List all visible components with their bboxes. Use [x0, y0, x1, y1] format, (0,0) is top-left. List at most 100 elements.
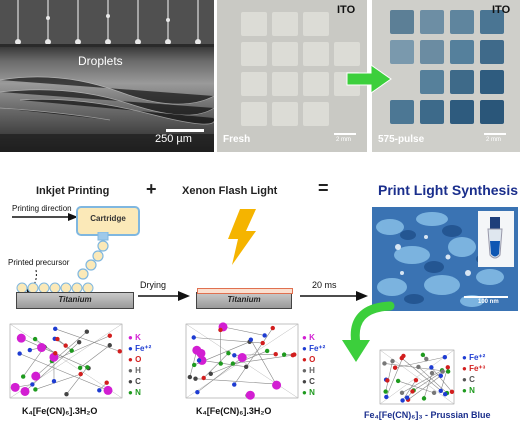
atom — [270, 325, 275, 331]
legend-dot-icon: ● — [302, 333, 310, 342]
pulse-ito-panel: ITO 575-pulse 2 mm — [372, 0, 520, 152]
atom — [245, 390, 255, 400]
atom — [262, 333, 267, 338]
legend-item: ● O — [128, 354, 151, 365]
droplets-micrograph: Droplets 250 µm — [0, 0, 214, 152]
scale-label-100nm: 100 nm — [478, 299, 499, 305]
atom — [440, 369, 445, 374]
atom — [187, 374, 193, 380]
scale-bar-2mm-left — [334, 133, 356, 135]
formula-mid: K₄[Fe(CN)₆].3H₂O — [196, 406, 272, 416]
legend-label: N — [135, 388, 141, 397]
legend-label: C — [469, 375, 475, 384]
scale-label-2mm-right: 2 mm — [486, 137, 501, 143]
atom — [32, 336, 38, 342]
atom — [107, 333, 113, 338]
prussian-blue-micrograph: 100 nm — [372, 207, 518, 311]
droplets-image — [0, 0, 214, 152]
time-label: 20 ms — [312, 280, 337, 290]
atom — [104, 380, 109, 385]
atom — [193, 376, 198, 381]
atom — [442, 354, 448, 360]
heading-inkjet: Inkjet Printing — [36, 185, 110, 197]
legend-label: H — [135, 366, 141, 375]
formula-left: K₄[Fe(CN)₆].3H₂O — [22, 406, 98, 416]
atom — [384, 394, 389, 400]
printed-precursor-label: Printed precursor — [8, 258, 70, 267]
legend-dot-icon: ● — [302, 355, 310, 364]
legend-label: Fe⁺² — [469, 353, 486, 362]
atom — [260, 340, 265, 346]
printed-dots — [16, 282, 94, 294]
legend-dot-icon: ● — [128, 388, 136, 397]
atom — [197, 355, 207, 365]
nozzle-droplets — [77, 232, 109, 280]
lightning-icon — [228, 209, 256, 265]
atom — [399, 355, 404, 361]
green-arrow-icon — [346, 64, 392, 94]
atom — [103, 385, 113, 395]
atom — [264, 348, 270, 354]
legend-label: O — [135, 355, 142, 364]
atom — [232, 382, 237, 387]
titanium-label-right: Titanium — [227, 295, 261, 304]
atom — [226, 350, 231, 356]
atom — [399, 390, 405, 395]
legend-label: Fe⁺³ — [469, 364, 486, 373]
ito-label-left: ITO — [337, 4, 356, 16]
legend-mid: ● K● Fe⁺²● O● H● C● N — [302, 332, 325, 398]
legend-dot-icon: ● — [128, 344, 136, 353]
atom — [218, 327, 223, 333]
atom — [438, 373, 444, 378]
atom — [78, 371, 83, 377]
legend-dot-icon: ● — [302, 366, 310, 375]
atom — [445, 365, 450, 370]
atom — [429, 370, 435, 376]
atom — [33, 387, 38, 392]
atom — [431, 390, 437, 396]
atom — [281, 352, 287, 357]
legend-dot-icon: ● — [462, 386, 470, 395]
atom — [383, 389, 388, 394]
legend-label: O — [309, 355, 316, 364]
legend-item: ● N — [128, 387, 151, 398]
legend-label: C — [135, 377, 141, 386]
atom — [17, 351, 22, 356]
atom — [51, 378, 57, 384]
atom — [218, 361, 223, 366]
crystal-structure-mid — [185, 322, 299, 400]
atom — [413, 377, 419, 383]
atom — [196, 358, 202, 363]
atom — [10, 382, 20, 392]
atom — [53, 351, 58, 356]
atom — [449, 389, 455, 394]
atom — [191, 335, 196, 340]
atom — [77, 365, 83, 370]
fresh-label: Fresh — [223, 134, 251, 145]
legend-dot-icon: ● — [462, 375, 470, 384]
atom — [30, 382, 35, 387]
legend-item: ● Fe⁺² — [128, 343, 151, 354]
fresh-ito-panel: ITO Fresh 2 mm — [217, 0, 367, 152]
atom — [76, 339, 82, 345]
atom — [429, 365, 434, 370]
formula-right: Fe₄[Fe(CN)₆]₃ - Prussian Blue — [364, 410, 491, 420]
atom — [37, 343, 47, 353]
legend-item: ● C — [462, 374, 485, 385]
legend-item: ● O — [302, 354, 325, 365]
atom — [84, 329, 90, 334]
legend-label: H — [309, 366, 315, 375]
atom — [424, 356, 429, 362]
atom — [410, 389, 415, 394]
droplets-label: Droplets — [78, 54, 123, 68]
atom — [20, 386, 30, 396]
legend-dot-icon: ● — [128, 377, 136, 386]
atom — [420, 352, 426, 358]
atom — [201, 375, 206, 381]
atom — [243, 364, 249, 369]
atom — [85, 365, 90, 370]
drying-label: Drying — [140, 280, 167, 290]
legend-dot-icon: ● — [462, 353, 470, 362]
atom — [64, 391, 69, 397]
legend-dot-icon: ● — [128, 333, 136, 342]
